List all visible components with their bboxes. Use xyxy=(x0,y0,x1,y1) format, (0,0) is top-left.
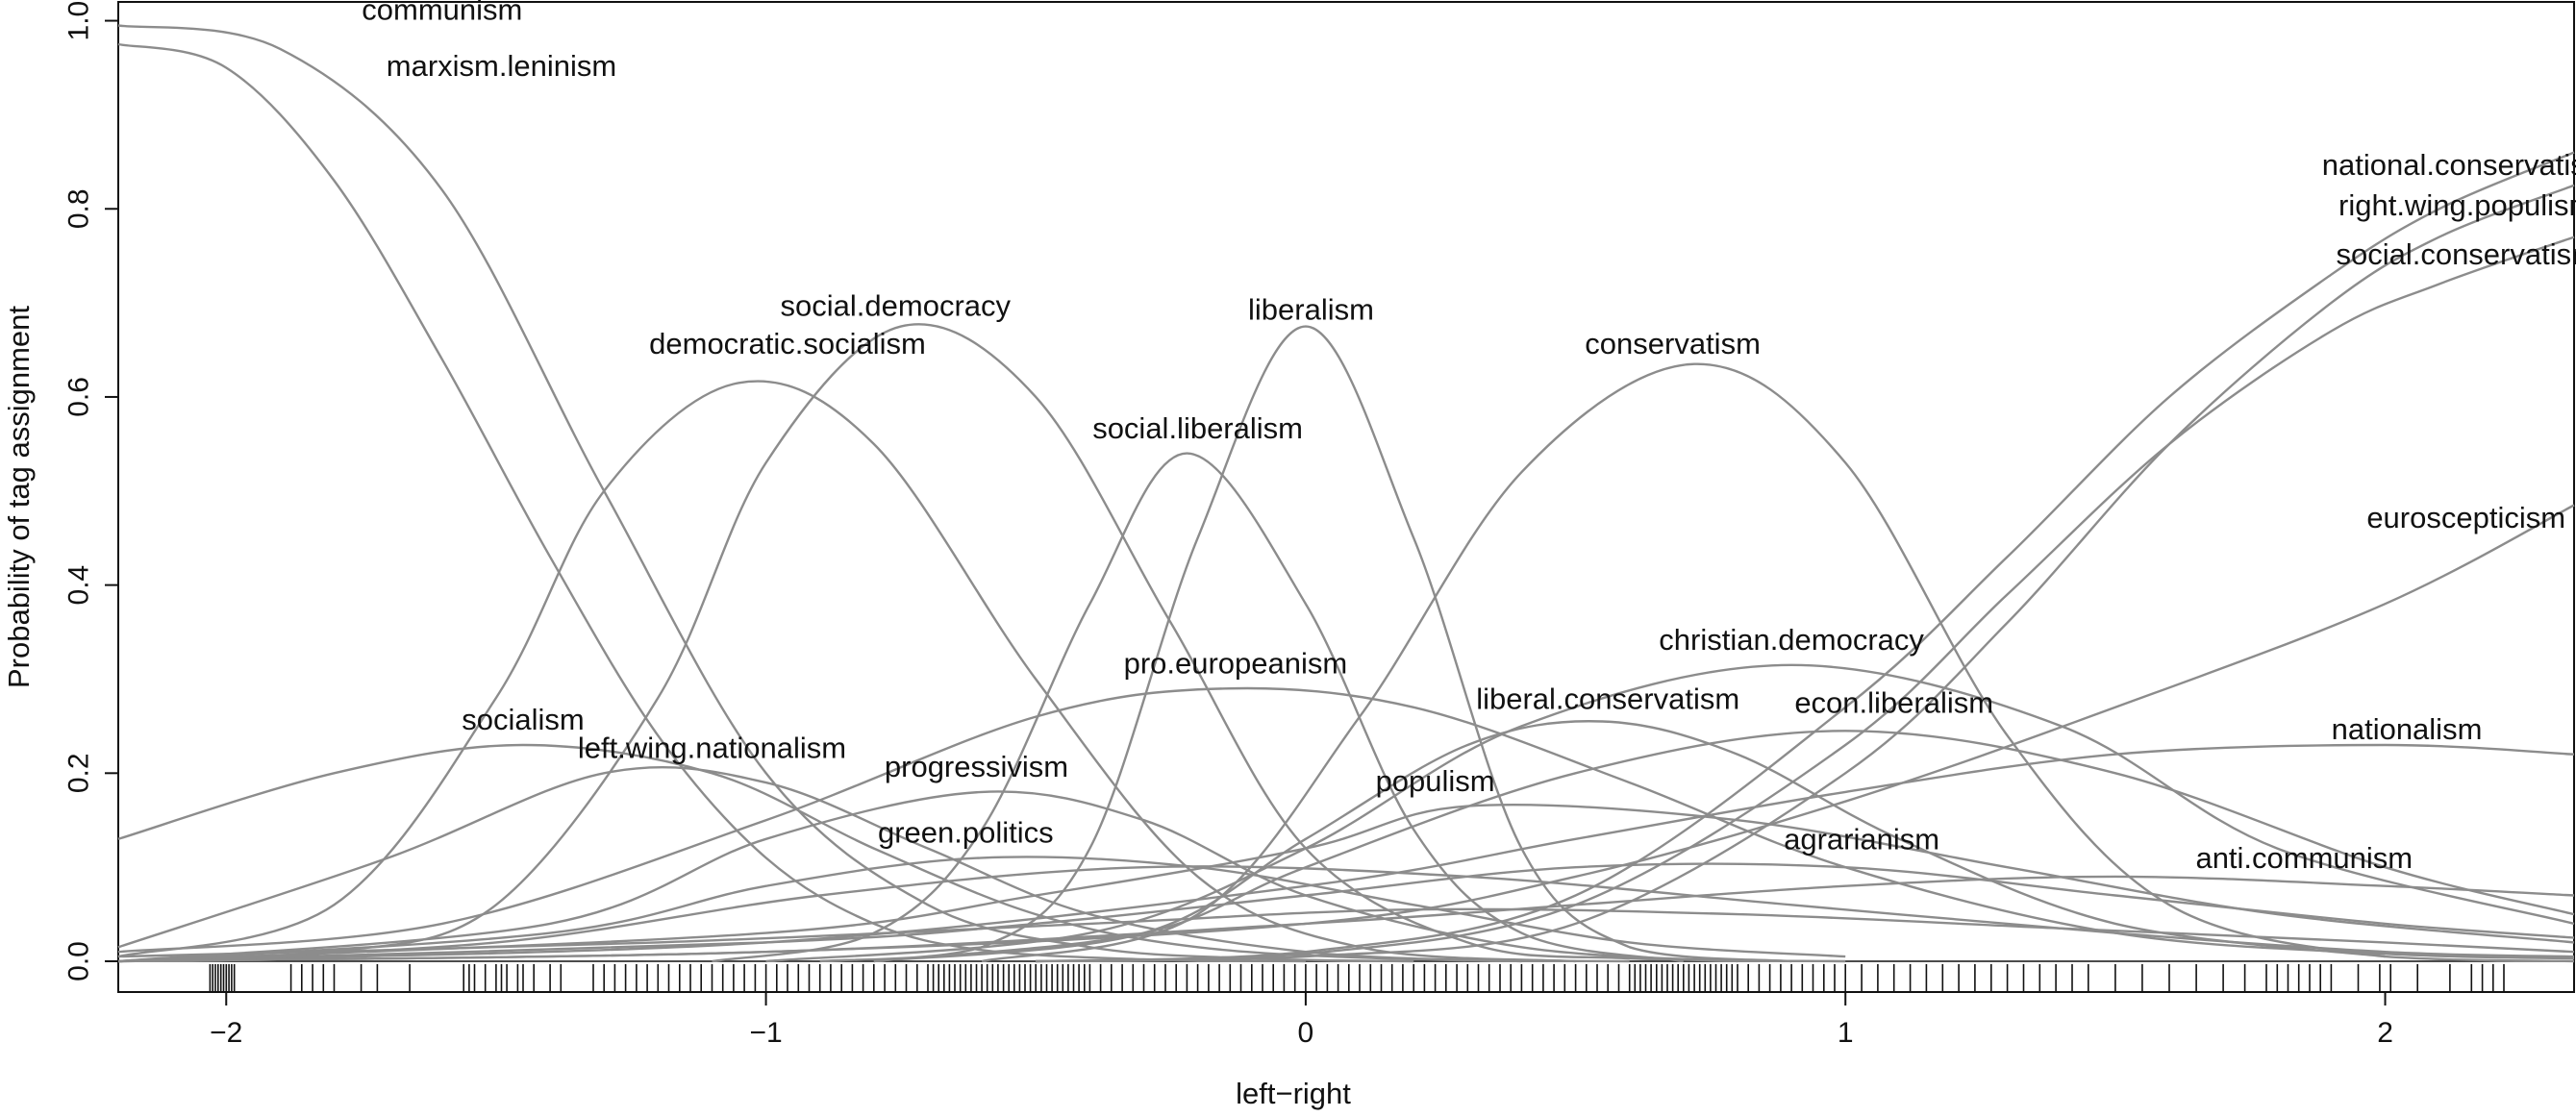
curve-label-euroscepticism: euroscepticism xyxy=(2366,501,2565,534)
x-tick-label: 1 xyxy=(1838,1017,1854,1049)
curve-label-nationalism: nationalism xyxy=(2332,712,2483,746)
plot-frame xyxy=(117,1,2575,993)
curve-anti-communism xyxy=(117,875,2575,963)
rug-marks xyxy=(209,964,2505,992)
curve-social-liberalism xyxy=(712,452,1685,963)
x-axis: −2 −1 0 1 2 xyxy=(210,992,2393,1049)
curve-right-wing-populism xyxy=(1036,184,2575,963)
y-tick-label: 1.0 xyxy=(63,1,94,41)
curve-label-social-conservatism: social.conservatism xyxy=(2336,237,2576,271)
curves xyxy=(117,24,2575,963)
curve-label-pro-europeanism: pro.europeanism xyxy=(1124,647,1348,681)
curve-label-agrarianism: agrarianism xyxy=(1784,822,1939,856)
curve-label-marxism-leninism: marxism.leninism xyxy=(387,49,616,83)
y-axis-title: Probability of tag assignment xyxy=(2,306,36,688)
curve-communism xyxy=(117,24,1414,963)
curve-label-anti-communism: anti.communism xyxy=(2195,841,2413,875)
curve-label-social-democracy: social.democracy xyxy=(781,289,1012,323)
curve-agrarianism xyxy=(117,862,2575,963)
curve-label-liberalism: liberalism xyxy=(1248,293,1374,327)
curve-label-right-wing-populism: right.wing.populism xyxy=(2338,188,2576,222)
x-tick-label: −2 xyxy=(210,1017,242,1049)
curve-econ-liberalism xyxy=(873,730,2575,963)
y-tick-label: 0.8 xyxy=(63,188,94,229)
curve-progressivism xyxy=(117,790,1738,963)
y-tick-label: 0.2 xyxy=(63,753,95,793)
y-axis: 0.0 0.2 0.4 0.6 0.8 1.0 xyxy=(63,1,118,981)
curve-label-socialism: socialism xyxy=(462,703,584,736)
curve-unlabeled-24 xyxy=(117,907,2575,958)
y-tick-label: 0.4 xyxy=(63,565,95,606)
curve-label-conservatism: conservatism xyxy=(1585,327,1761,360)
curve-label-left-wing-nationalism: left.wing.nationalism xyxy=(578,732,846,765)
curve-democratic-socialism xyxy=(117,380,1576,963)
curve-national-conservatism xyxy=(1036,151,2575,963)
curve-label-liberal-conservatism: liberal.conservatism xyxy=(1476,683,1739,716)
x-tick-label: 0 xyxy=(1298,1017,1314,1049)
curve-label-national-conservatism: national.conservatism xyxy=(2322,148,2576,182)
curve-social-democracy xyxy=(117,323,1846,963)
curve-pro-europeanism xyxy=(117,686,2575,960)
y-tick-label: 0.6 xyxy=(63,377,95,417)
curve-socialism xyxy=(117,743,1630,963)
curve-unlabeled-23 xyxy=(117,865,2575,963)
curve-nationalism xyxy=(117,743,2575,963)
x-tick-label: 2 xyxy=(2377,1017,2393,1049)
x-tick-label: −1 xyxy=(749,1017,782,1049)
curve-label-green-politics: green.politics xyxy=(878,816,1054,850)
curve-label-progressivism: progressivism xyxy=(885,750,1068,783)
curve-label-populism: populism xyxy=(1376,764,1495,798)
curve-left-wing-nationalism xyxy=(117,766,1522,963)
curve-social-conservatism xyxy=(1036,236,2575,963)
curve-green-politics xyxy=(117,856,1846,963)
curve-liberal-conservatism xyxy=(873,720,2386,963)
curve-labels: communism marxism.leninism social.democrac… xyxy=(362,0,2576,875)
curve-label-social-liberalism: social.liberalism xyxy=(1092,411,1303,445)
curve-christian-democracy xyxy=(765,663,2575,963)
curve-label-communism: communism xyxy=(362,0,522,27)
x-axis-title: left−right xyxy=(1236,1077,1351,1110)
curve-marxism-leninism xyxy=(117,42,1306,963)
curve-populism xyxy=(117,804,2575,963)
y-tick-label: 0.0 xyxy=(63,941,95,981)
curve-label-econ-liberalism: econ.liberalism xyxy=(1794,686,1993,720)
curve-label-democratic-socialism: democratic.socialism xyxy=(649,327,926,360)
curve-label-christian-democracy: christian.democracy xyxy=(1659,623,1924,657)
